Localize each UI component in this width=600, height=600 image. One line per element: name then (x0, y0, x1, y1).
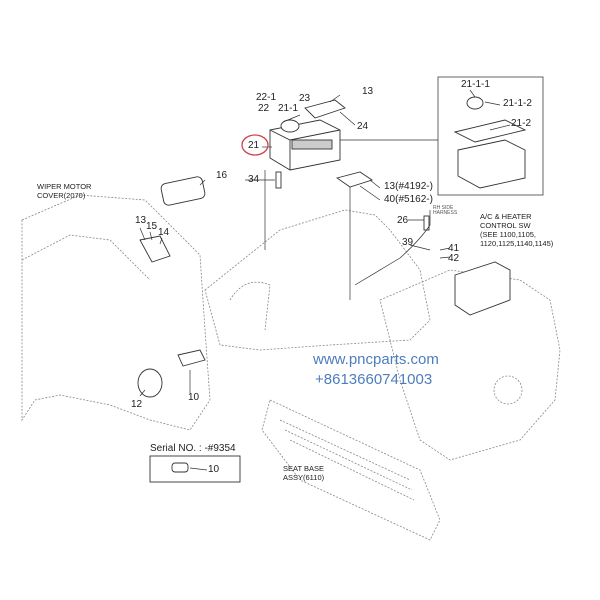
gauge-12 (137, 368, 163, 398)
rocker-switches-23 (304, 99, 346, 119)
callout-15: 15 (146, 221, 158, 232)
callout-16: 16 (216, 170, 228, 181)
detail-inset-box (437, 76, 544, 196)
keypad-16 (160, 176, 206, 206)
watermark-url: www.pncparts.com (313, 351, 439, 368)
center-console-outline (204, 209, 431, 351)
note-line: COVER(2070) (37, 191, 86, 200)
note-line: HARNESS (433, 210, 458, 216)
callout-10: 10 (188, 392, 200, 403)
note-line: CONTROL SW (480, 221, 531, 230)
callout-40-serial: 40(#5162-) (384, 194, 433, 205)
note-line: RH SIDE (433, 205, 454, 211)
watermark-phone: +8613660741003 (315, 371, 433, 388)
highlight-circle-21 (241, 134, 269, 156)
serial-box-title: Serial NO. : -#9354 (150, 443, 236, 454)
wiper-cover-note: WIPER MOTOR COVER(2070) (37, 182, 91, 200)
callout-39: 39 (402, 237, 414, 248)
callout-21: 21 (248, 140, 260, 151)
callout-21-1-1: 21-1-1 (461, 79, 490, 90)
callout-21-1-2: 21-1-2 (503, 98, 532, 109)
note-line: (SEE 1100,1105, (480, 230, 537, 239)
rh-side-harness-note: RH SIDE HARNESS (433, 206, 457, 216)
callout-14: 14 (158, 227, 170, 238)
note-line: 1120,1125,1140,1145) (480, 239, 554, 248)
note-line: ASSY(6110) (283, 473, 325, 482)
callout-10-serial: 10 (208, 464, 220, 475)
callout-21-1: 21-1 (278, 103, 299, 114)
callout-13-serial: 13(#4192-) (384, 181, 433, 192)
serial-box (149, 455, 241, 483)
left-console-outline (21, 194, 211, 431)
callout-42: 42 (448, 253, 460, 264)
bolt-34 (275, 171, 282, 189)
seat-base-outline (261, 399, 441, 541)
callout-12: 12 (131, 399, 143, 410)
callout-24: 24 (357, 121, 369, 132)
inset-switch-panel (457, 139, 526, 189)
note-line: SEAT BASE (283, 464, 324, 473)
callout-13-left: 13 (135, 215, 147, 226)
seat-base-note: SEAT BASE ASSY(6110) (283, 464, 324, 482)
callout-26: 26 (397, 215, 409, 226)
callout-21-2: 21-2 (511, 118, 532, 129)
callout-13-top: 13 (362, 86, 374, 97)
callout-23: 23 (299, 93, 311, 104)
callout-22: 22 (258, 103, 270, 114)
cigar-lighter-10 (177, 349, 206, 367)
callout-41: 41 (448, 243, 460, 254)
rocker-switches-13 (335, 171, 374, 188)
note-line: A/C & HEATER (480, 212, 532, 221)
ac-heater-control-switch (454, 261, 511, 316)
ac-heater-note: A/C & HEATER CONTROL SW (SEE 1100,1105, … (480, 212, 553, 248)
switch-bracket (139, 235, 171, 263)
callout-22-1: 22-1 (256, 92, 277, 103)
note-line: WIPER MOTOR (37, 182, 92, 191)
callout-34: 34 (248, 174, 260, 185)
